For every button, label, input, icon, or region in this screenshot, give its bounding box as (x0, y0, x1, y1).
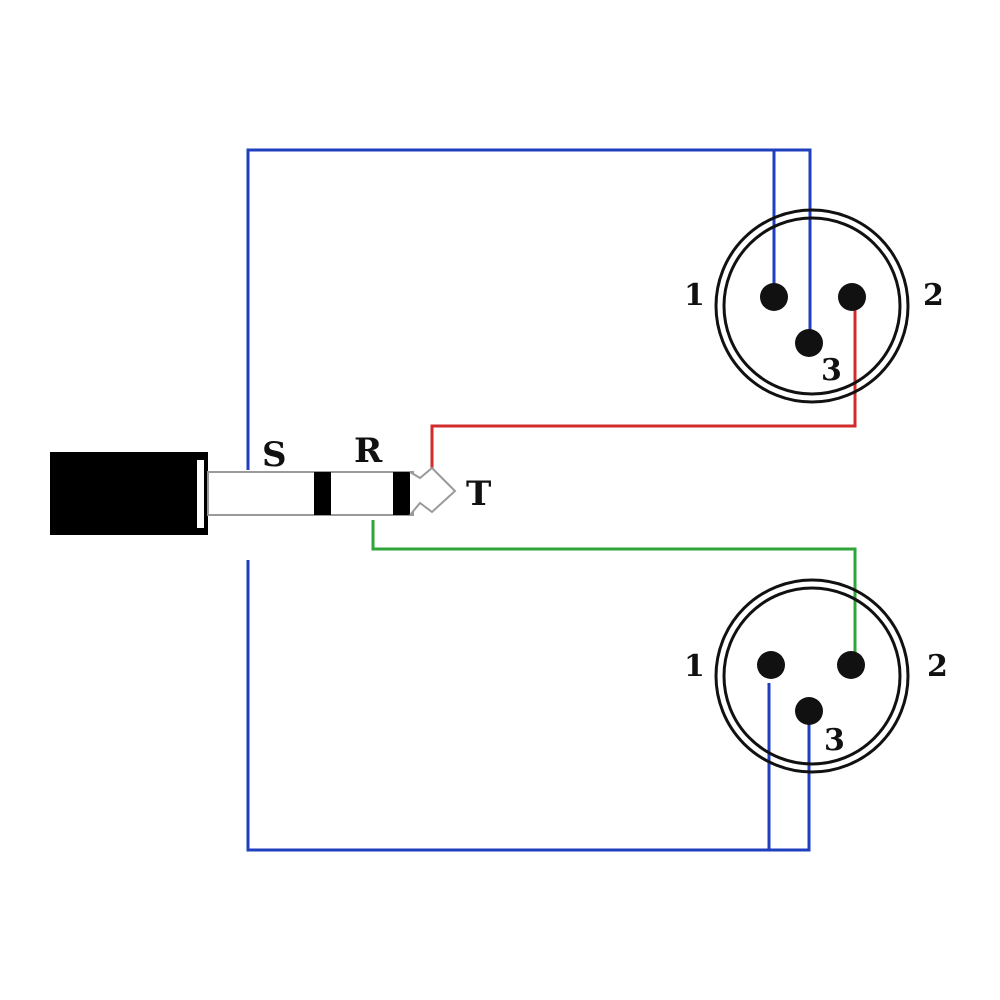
ground-wire-left-upper (246, 148, 812, 470)
insulator-ring-1 (314, 472, 331, 515)
xlr-top-pin-1 (760, 283, 788, 311)
xlr-top-pin-2 (838, 283, 866, 311)
xlr-bottom-pin-2-label: 2 (927, 649, 948, 684)
xlr-top-pin-2-label: 2 (923, 278, 944, 313)
plug-collar-inner (197, 460, 204, 528)
xlr-top-pin-3 (795, 329, 823, 357)
xlr-connector-top: 1 2 3 (684, 208, 944, 404)
xlr-bottom-pin-3 (795, 697, 823, 725)
xlr-top-pin-1-label: 1 (684, 278, 705, 313)
xlr-bottom-inner-ring (722, 586, 902, 766)
ring-wire (371, 520, 857, 665)
xlr-connector-bottom: 1 2 3 (684, 578, 948, 774)
xlr-top-pin-3-label: 3 (821, 353, 842, 388)
xlr-bottom-pin-1-label: 1 (684, 649, 705, 684)
insulator-ring-2 (393, 472, 410, 515)
plug-tip (409, 466, 457, 516)
xlr-top-inner-ring (722, 216, 902, 396)
plug-handle (50, 452, 195, 535)
xlr-bottom-pin-1 (757, 651, 785, 679)
tip-wire (430, 297, 857, 470)
ground-wire-left-lower (246, 560, 811, 852)
xlr-top-outer-ring (714, 208, 910, 404)
xlr-bottom-outer-ring (714, 578, 910, 774)
plug-shaft (207, 471, 414, 516)
xlr-bottom-pin-3-label: 3 (824, 723, 845, 758)
ground-wires (246, 148, 812, 852)
sleeve-label: S (262, 435, 287, 475)
xlr-bottom-pin-2 (837, 651, 865, 679)
ring-label: R (354, 431, 383, 471)
tip-label: T (466, 474, 491, 514)
trs-plug: S R T (50, 431, 491, 535)
